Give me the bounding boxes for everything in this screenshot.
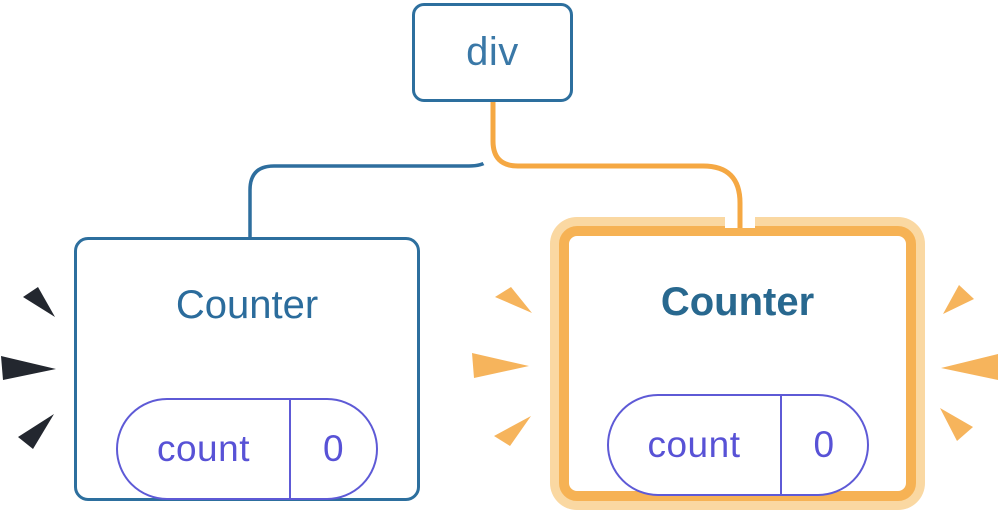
counter-title: Counter: [175, 283, 319, 327]
edge-root-to-right-counter-casing: [478, 99, 755, 228]
state-value-cell: 0: [782, 396, 867, 494]
counter-card-left: Counter count 0: [74, 237, 420, 501]
tree-node-div: div: [412, 3, 573, 102]
spark-icon: [472, 353, 529, 378]
spark-icon: [494, 416, 531, 446]
spark-icon: [18, 414, 54, 449]
spark-icon: [23, 287, 55, 317]
counter-card-right-highlighted: Counter count 0: [559, 226, 916, 501]
state-key-label: count: [647, 424, 741, 465]
state-key-cell: count: [118, 400, 291, 498]
spark-icon: [495, 287, 532, 313]
state-pill: count 0: [606, 394, 869, 496]
state-value-cell: 0: [291, 400, 376, 498]
spark-icon: [940, 408, 973, 441]
spark-icon: [1, 356, 56, 380]
state-key-cell: count: [609, 396, 782, 494]
edge-root-to-left-counter: [248, 99, 496, 240]
edge-root-to-right-counter: [490, 99, 743, 228]
burst-left-counter: [1, 287, 56, 449]
burst-right-counter-left: [472, 287, 532, 446]
state-value-label: 0: [322, 428, 345, 469]
state-value-label: 0: [813, 424, 835, 465]
spark-icon: [943, 285, 974, 314]
tree-node-div-label: div: [466, 30, 519, 74]
state-key-label: count: [156, 428, 250, 469]
burst-right-counter-right: [940, 285, 998, 441]
spark-icon: [941, 354, 998, 380]
counter-title: Counter: [660, 280, 815, 324]
state-pill: count 0: [116, 398, 378, 500]
